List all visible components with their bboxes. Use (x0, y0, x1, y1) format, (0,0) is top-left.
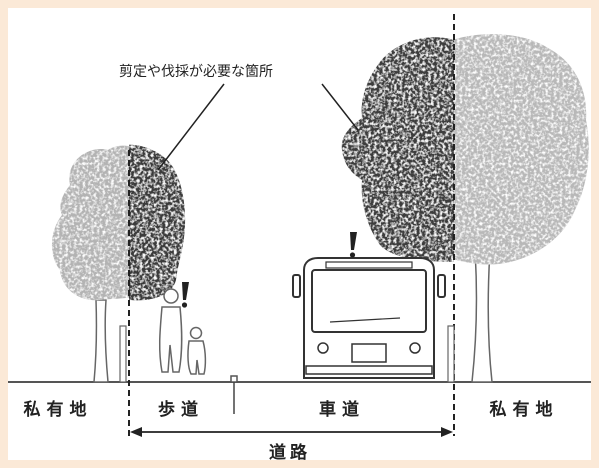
warning-exclamation-sidewalk (181, 282, 189, 308)
right-tree (341, 34, 589, 383)
right-tree-canopy-overhang (341, 37, 454, 262)
left-tree-canopy-private (52, 145, 129, 301)
bus-left-mirror (292, 274, 301, 298)
zone-label-private-left: 私有地 (24, 399, 93, 420)
right-post (447, 325, 455, 383)
bus-destination-sign (325, 261, 413, 269)
bus-windshield (311, 269, 427, 333)
left-tree-canopy-overhang (129, 144, 186, 301)
pedestrians (158, 288, 207, 375)
callout-leader-left (157, 83, 225, 171)
adult-body (158, 306, 183, 373)
child-body (187, 340, 207, 375)
bus-headlight-left (317, 342, 329, 354)
left-post (119, 325, 127, 383)
bus-wiper (329, 317, 401, 323)
bus-bumper (305, 365, 433, 375)
right-tree-trunk (471, 249, 493, 383)
callout-text: 剪定や伐採が必要な箇所 (119, 63, 273, 80)
road-span-arrow (130, 427, 453, 437)
callout-leader-right (321, 83, 359, 131)
warning-exclamation-bus (349, 232, 357, 258)
bus-right-mirror (437, 274, 446, 298)
left-tree (52, 144, 186, 383)
adult-head (163, 288, 179, 304)
road-label: 道路 (269, 442, 311, 463)
right-tree-canopy-private (454, 34, 589, 265)
bus (292, 257, 446, 379)
zone-label-private-right: 私有地 (490, 399, 559, 420)
left-tree-trunk (93, 299, 109, 383)
zone-label-sidewalk: 歩道 (158, 399, 204, 420)
bus-grille (351, 343, 387, 363)
zone-label-roadway: 車道 (319, 399, 365, 420)
child-head (189, 326, 203, 340)
curb-marker (230, 375, 238, 383)
bus-headlight-right (409, 342, 421, 354)
